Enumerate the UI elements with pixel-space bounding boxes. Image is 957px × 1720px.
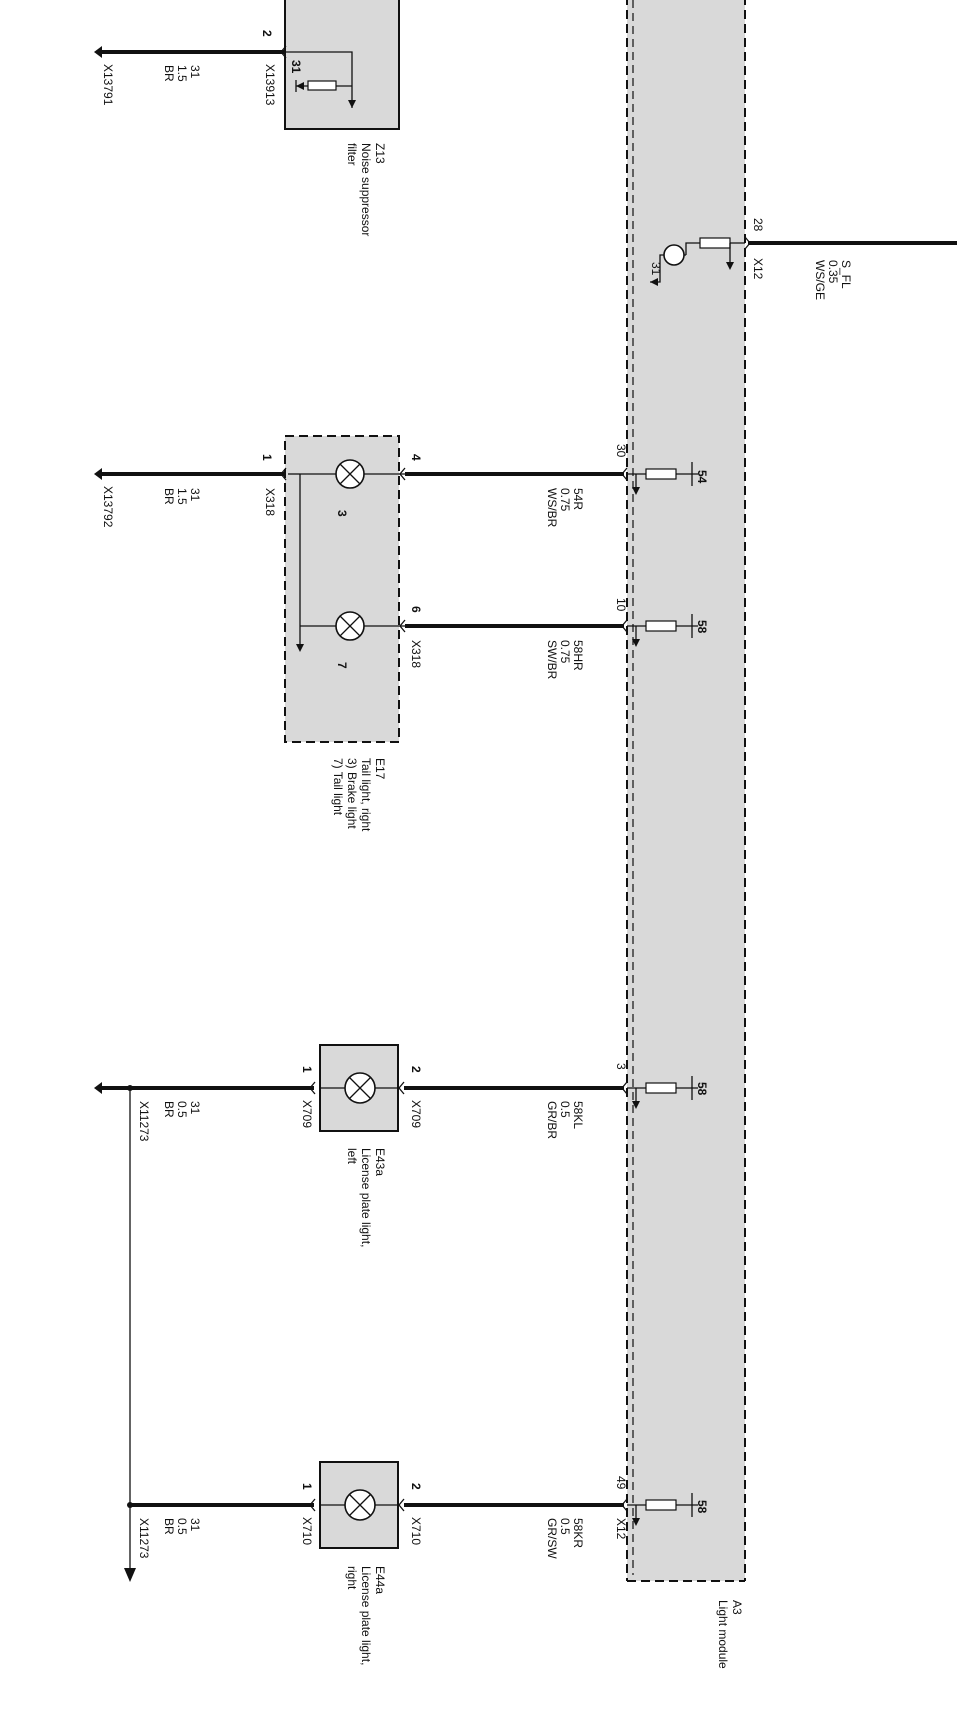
plate-left-feed-color: GR/BR <box>545 1101 559 1139</box>
plate-left-feed-gauge: 0.5 <box>558 1101 572 1118</box>
brake-wire-color: WS/BR <box>545 488 559 528</box>
plate-right-name: License plate light, <box>359 1566 373 1665</box>
plate-right-connector-in: X710 <box>409 1517 423 1545</box>
brake-wire-signal: 54R <box>571 488 585 510</box>
plate-left-module-pin: 3 <box>614 1063 628 1070</box>
s-fl-connector: X12 <box>751 258 765 280</box>
plate-right-pin-in: 2 <box>409 1483 423 1490</box>
plate-left-ground-signal: 31 <box>188 1101 202 1115</box>
plate-right-name2: right <box>345 1566 359 1590</box>
noise-filter-name2: filter <box>345 143 359 166</box>
tail-lamp-pin: 6 <box>409 606 423 613</box>
light-module-name: Light module <box>716 1600 730 1669</box>
ground-splice-x11273 <box>124 1088 136 1582</box>
tail-light-ground-connector: X318 <box>263 488 277 516</box>
plate-right-connector-out: X710 <box>300 1517 314 1545</box>
tail-light-id: E17 <box>373 758 387 780</box>
plate-right-feed-gauge: 0.5 <box>558 1518 572 1535</box>
noise-filter-id: Z13 <box>373 143 387 164</box>
tail-wire-color: SW/BR <box>545 640 559 680</box>
tail-bulb-number: 7 <box>335 662 349 669</box>
plate-left-connector-in: X709 <box>409 1100 423 1128</box>
plate-right-pin-out: 1 <box>300 1483 314 1490</box>
tail-light-ground-end: X13792 <box>101 486 115 528</box>
light-module[interactable] <box>626 0 746 1582</box>
tail-light-ground-pin: 1 <box>260 454 274 461</box>
noise-filter-ground-wire[interactable] <box>94 45 287 59</box>
plate-left-ground-gauge: 0.5 <box>175 1101 189 1118</box>
noise-filter-wire-signal: 31 <box>188 65 202 79</box>
noise-filter-ground-label: 31 <box>289 60 303 74</box>
tail-wire-signal: 58HR <box>571 640 585 671</box>
plate-left-name2: left <box>345 1148 359 1165</box>
module-output-58-plate-right <box>627 1493 698 1526</box>
plate-left-pin-in: 2 <box>409 1066 423 1073</box>
s-fl-wire-signal: S_FL <box>839 260 853 289</box>
tail-light-right[interactable] <box>284 435 405 743</box>
tail-module-pin: 10 <box>614 598 628 612</box>
brake-lamp-pin: 4 <box>409 454 423 461</box>
plate-right-ground-color: BR <box>162 1518 176 1535</box>
s-fl-feed-wire[interactable] <box>650 236 957 286</box>
plate-left-terminal-label: 58 <box>695 1082 709 1096</box>
brake-module-pin: 30 <box>614 444 628 458</box>
plate-right-ground-connector: X11273 <box>137 1518 151 1559</box>
plate-right-terminal-label: 58 <box>695 1500 709 1514</box>
plate-left-ground-color: BR <box>162 1101 176 1118</box>
noise-filter-pin: 2 <box>260 30 274 37</box>
license-plate-light-right[interactable] <box>319 1461 399 1549</box>
s-fl-wire-color: WS/GE <box>813 260 827 300</box>
tail-wire-gauge: 0.75 <box>558 640 572 664</box>
license-plate-light-left[interactable] <box>319 1044 399 1132</box>
noise-filter-wire-color: BR <box>162 65 176 82</box>
plate-left-connector-out: X709 <box>300 1100 314 1128</box>
plate-left-id: E43a <box>373 1148 387 1176</box>
light-module-id: A3 <box>730 1600 744 1615</box>
brake-wire-gauge: 0.75 <box>558 488 572 512</box>
plate-right-feed-wire[interactable] <box>398 1498 628 1512</box>
plate-right-id: E44a <box>373 1566 387 1594</box>
noise-filter-connector: X13913 <box>263 64 277 106</box>
plate-left-ground-wire[interactable] <box>94 1081 316 1095</box>
brake-feed-wire[interactable] <box>399 467 628 481</box>
brake-terminal-label: 54 <box>695 470 709 484</box>
s-fl-pin: 28 <box>751 218 765 232</box>
brake-bulb-number: 3 <box>335 510 349 517</box>
tail-ground-wire-color: BR <box>162 488 176 505</box>
noise-suppressor-filter[interactable] <box>284 0 400 130</box>
tail-feed-wire[interactable] <box>399 619 628 633</box>
tail-light-ground-wire[interactable] <box>94 467 287 481</box>
plate-right-feed-color: GR/SW <box>545 1518 559 1559</box>
plate-left-feed-signal: 58KL <box>571 1101 585 1129</box>
noise-filter-wire-gauge: 1.5 <box>175 65 189 82</box>
plate-left-feed-wire[interactable] <box>398 1081 628 1095</box>
module-output-54-brake <box>627 462 698 495</box>
plate-right-ground-gauge: 0.5 <box>175 1518 189 1535</box>
plate-left-name: License plate light, <box>359 1148 373 1247</box>
module-output-58-tail <box>627 614 698 647</box>
tail-ground-wire-gauge: 1.5 <box>175 488 189 505</box>
plate-left-ground-connector: X11273 <box>137 1101 151 1142</box>
noise-filter-name: Noise suppressor <box>359 143 373 236</box>
plate-left-pin-out: 1 <box>300 1066 314 1073</box>
noise-filter-ground-connector: X13791 <box>101 64 115 106</box>
plate-right-module-connector: X12 <box>614 1518 628 1540</box>
tail-terminal-label: 58 <box>695 620 709 634</box>
tail-light-name: Tail light, right <box>359 758 373 832</box>
tail-light-line3: 7) Tail light <box>331 758 345 816</box>
module-output-58-plate-left <box>627 1076 698 1109</box>
plate-right-ground-wire[interactable] <box>130 1498 316 1512</box>
tail-light-line2: 3) Brake light <box>345 758 359 829</box>
plate-right-ground-signal: 31 <box>188 1518 202 1532</box>
s-fl-ground: 31 <box>649 262 663 276</box>
plate-right-feed-signal: 58KR <box>571 1518 585 1548</box>
plate-right-module-pin: 49 <box>614 1476 628 1490</box>
tail-ground-wire-signal: 31 <box>188 488 202 502</box>
tail-lamp-connector: X318 <box>409 640 423 668</box>
s-fl-wire-gauge: 0.35 <box>826 260 840 284</box>
